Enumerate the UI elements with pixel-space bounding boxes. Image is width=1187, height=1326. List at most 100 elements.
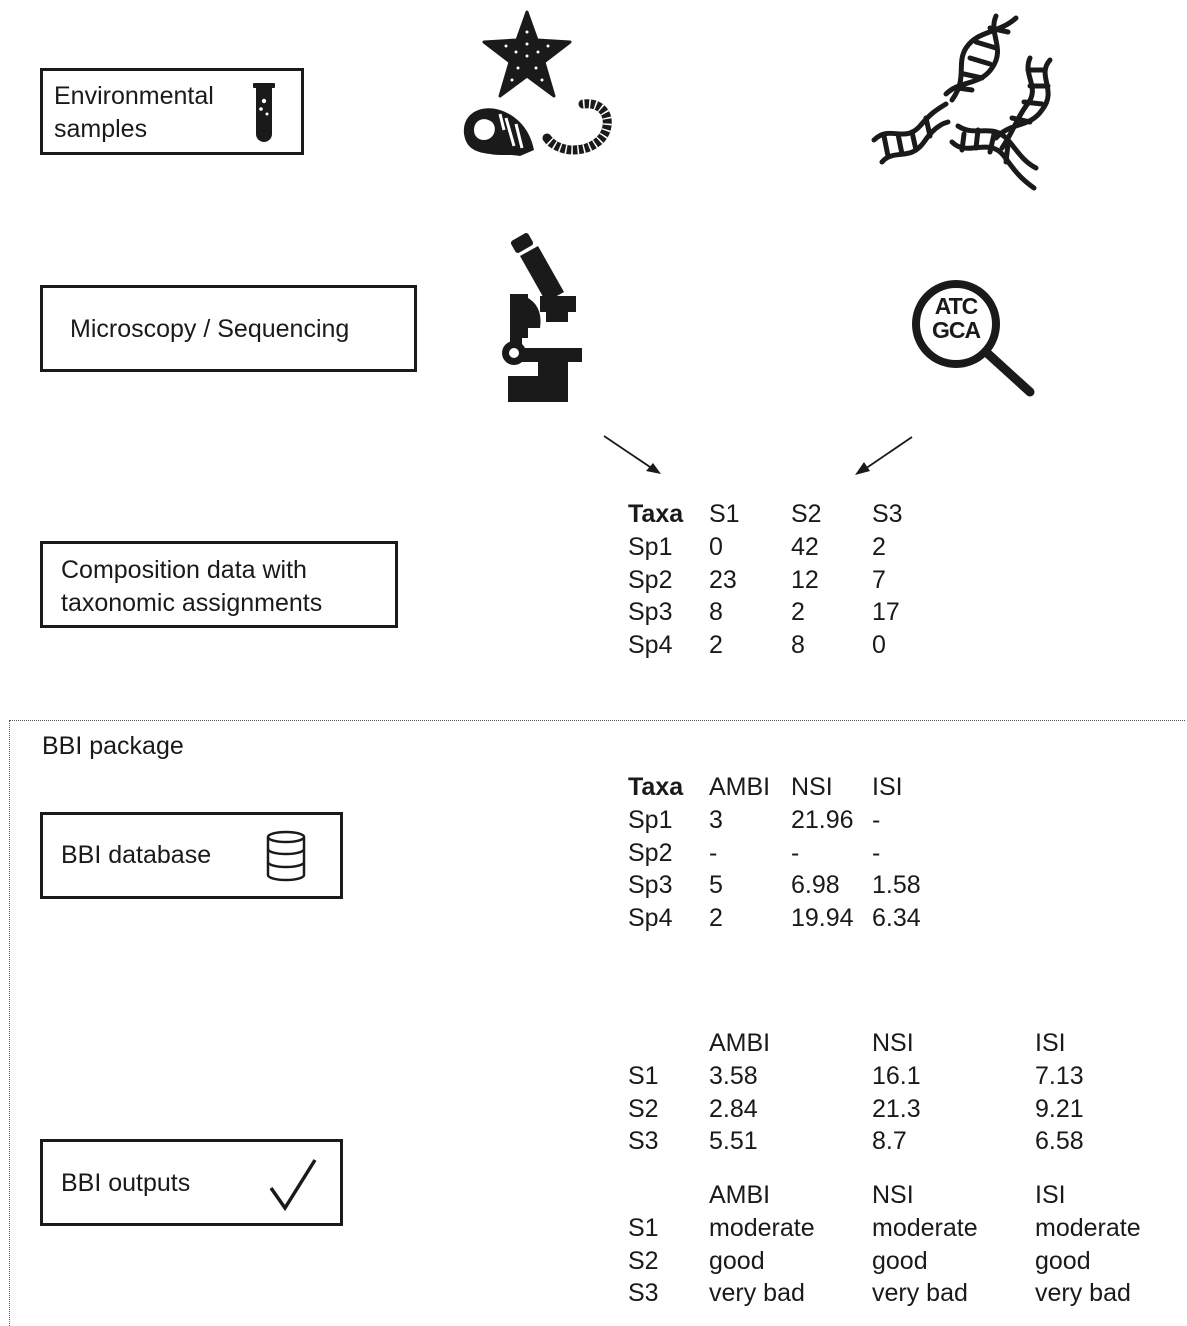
table-cell: Sp3 [628,598,673,626]
table-header: ISI [872,773,903,801]
table-cell: 5 [709,871,723,899]
table-header: NSI [791,773,833,801]
table-cell: 1.58 [872,871,921,899]
table-cell: S2 [628,1095,659,1123]
table-header: S2 [791,500,822,528]
table-cell: 8 [791,631,805,659]
table-cell: 2 [709,904,723,932]
worm-icon [542,99,612,155]
table-cell: Sp1 [628,806,673,834]
table-cell: S1 [628,1214,659,1242]
table-cell: Sp3 [628,871,673,899]
table-cell: 23 [709,566,737,594]
table-header: S1 [709,500,740,528]
table-cell: 7.13 [1035,1062,1084,1090]
magnifier-text: ATC GCA [923,294,989,342]
dna-icon [943,13,1019,103]
table-cell: 2.84 [709,1095,758,1123]
magnifier-text-line2: GCA [931,317,981,343]
bbi-database-label: BBI database [61,841,212,869]
arrow-right-to-table [855,436,913,475]
table-cell: good [872,1247,928,1275]
table-cell: very bad [709,1279,805,1307]
table-cell: - [709,839,718,867]
table-cell: 6.34 [872,904,921,932]
composition-data-label-line1: Composition data with [61,556,307,584]
magnifier-text-line1: ATC [934,293,979,319]
dna-icon [871,101,951,165]
table-cell: very bad [872,1279,968,1307]
table-header: NSI [872,1181,914,1209]
table-cell: good [1035,1247,1091,1275]
composition-data-box: Composition data with taxonomic assignme… [40,541,398,628]
bbi-database-box: BBI database [40,812,343,899]
table-cell: 12 [791,566,819,594]
environmental-samples-label-line1: Environmental [54,82,214,110]
table-cell: - [872,839,881,867]
table-cell: S1 [628,1062,659,1090]
table-cell: good [709,1247,765,1275]
table-header: Taxa [628,500,684,528]
arrow-left-to-table [603,435,661,474]
dna-icon [993,55,1053,151]
table-cell: 19.94 [791,904,854,932]
table-cell: 8 [709,598,723,626]
table-cell: Sp2 [628,566,673,594]
environmental-samples-label-line2: samples [54,115,148,143]
table-header: AMBI [709,1029,771,1057]
table-cell: 2 [872,533,886,561]
table-header: AMBI [709,1181,771,1209]
table-header: AMBI [709,773,771,801]
microscope-icon [502,233,582,402]
table-cell: 9.21 [1035,1095,1084,1123]
dna-icon [949,123,1039,191]
table-cell: 21.3 [872,1095,921,1123]
composition-data-label-line2: taxonomic assignments [61,589,323,617]
table-cell: moderate [872,1214,978,1242]
table-cell: - [791,839,800,867]
bbi-package-border-top [9,720,1185,721]
table-cell: very bad [1035,1279,1131,1307]
bbi-outputs-box: BBI outputs [40,1139,343,1226]
table-cell: 6.58 [1035,1127,1084,1155]
table-cell: moderate [709,1214,815,1242]
table-cell: 2 [791,598,805,626]
shell-icon [463,108,534,156]
table-cell: 16.1 [872,1062,921,1090]
table-header: ISI [1035,1029,1066,1057]
bbi-package-border-left [9,720,10,1326]
table-cell: 5.51 [709,1127,758,1155]
database-icon [266,830,306,882]
table-cell: 0 [709,533,723,561]
magnifier-icon [912,280,1035,397]
table-header: S3 [872,500,903,528]
microscopy-sequencing-box: Microscopy / Sequencing [40,285,417,372]
bbi-outputs-label: BBI outputs [61,1169,191,1197]
table-cell: 6.98 [791,871,840,899]
table-cell: 7 [872,566,886,594]
table-cell: 8.7 [872,1127,907,1155]
test-tube-icon [253,83,275,142]
bbi-package-label: BBI package [42,732,184,760]
table-cell: Sp4 [628,631,673,659]
table-cell: 0 [872,631,886,659]
table-cell: 3.58 [709,1062,758,1090]
environmental-samples-box: Environmental samples [40,68,304,155]
table-cell: Sp1 [628,533,673,561]
table-cell: S3 [628,1127,659,1155]
table-header: NSI [872,1029,914,1057]
table-cell: 21.96 [791,806,854,834]
table-cell: S2 [628,1247,659,1275]
checkmark-icon [269,1159,317,1212]
table-cell: S3 [628,1279,659,1307]
starfish-icon [482,10,572,98]
table-cell: Sp4 [628,904,673,932]
table-cell: 42 [791,533,819,561]
table-cell: 17 [872,598,900,626]
table-cell: Sp2 [628,839,673,867]
table-cell: moderate [1035,1214,1141,1242]
table-header: ISI [1035,1181,1066,1209]
table-cell: - [872,806,881,834]
table-header: Taxa [628,773,684,801]
table-cell: 3 [709,806,723,834]
